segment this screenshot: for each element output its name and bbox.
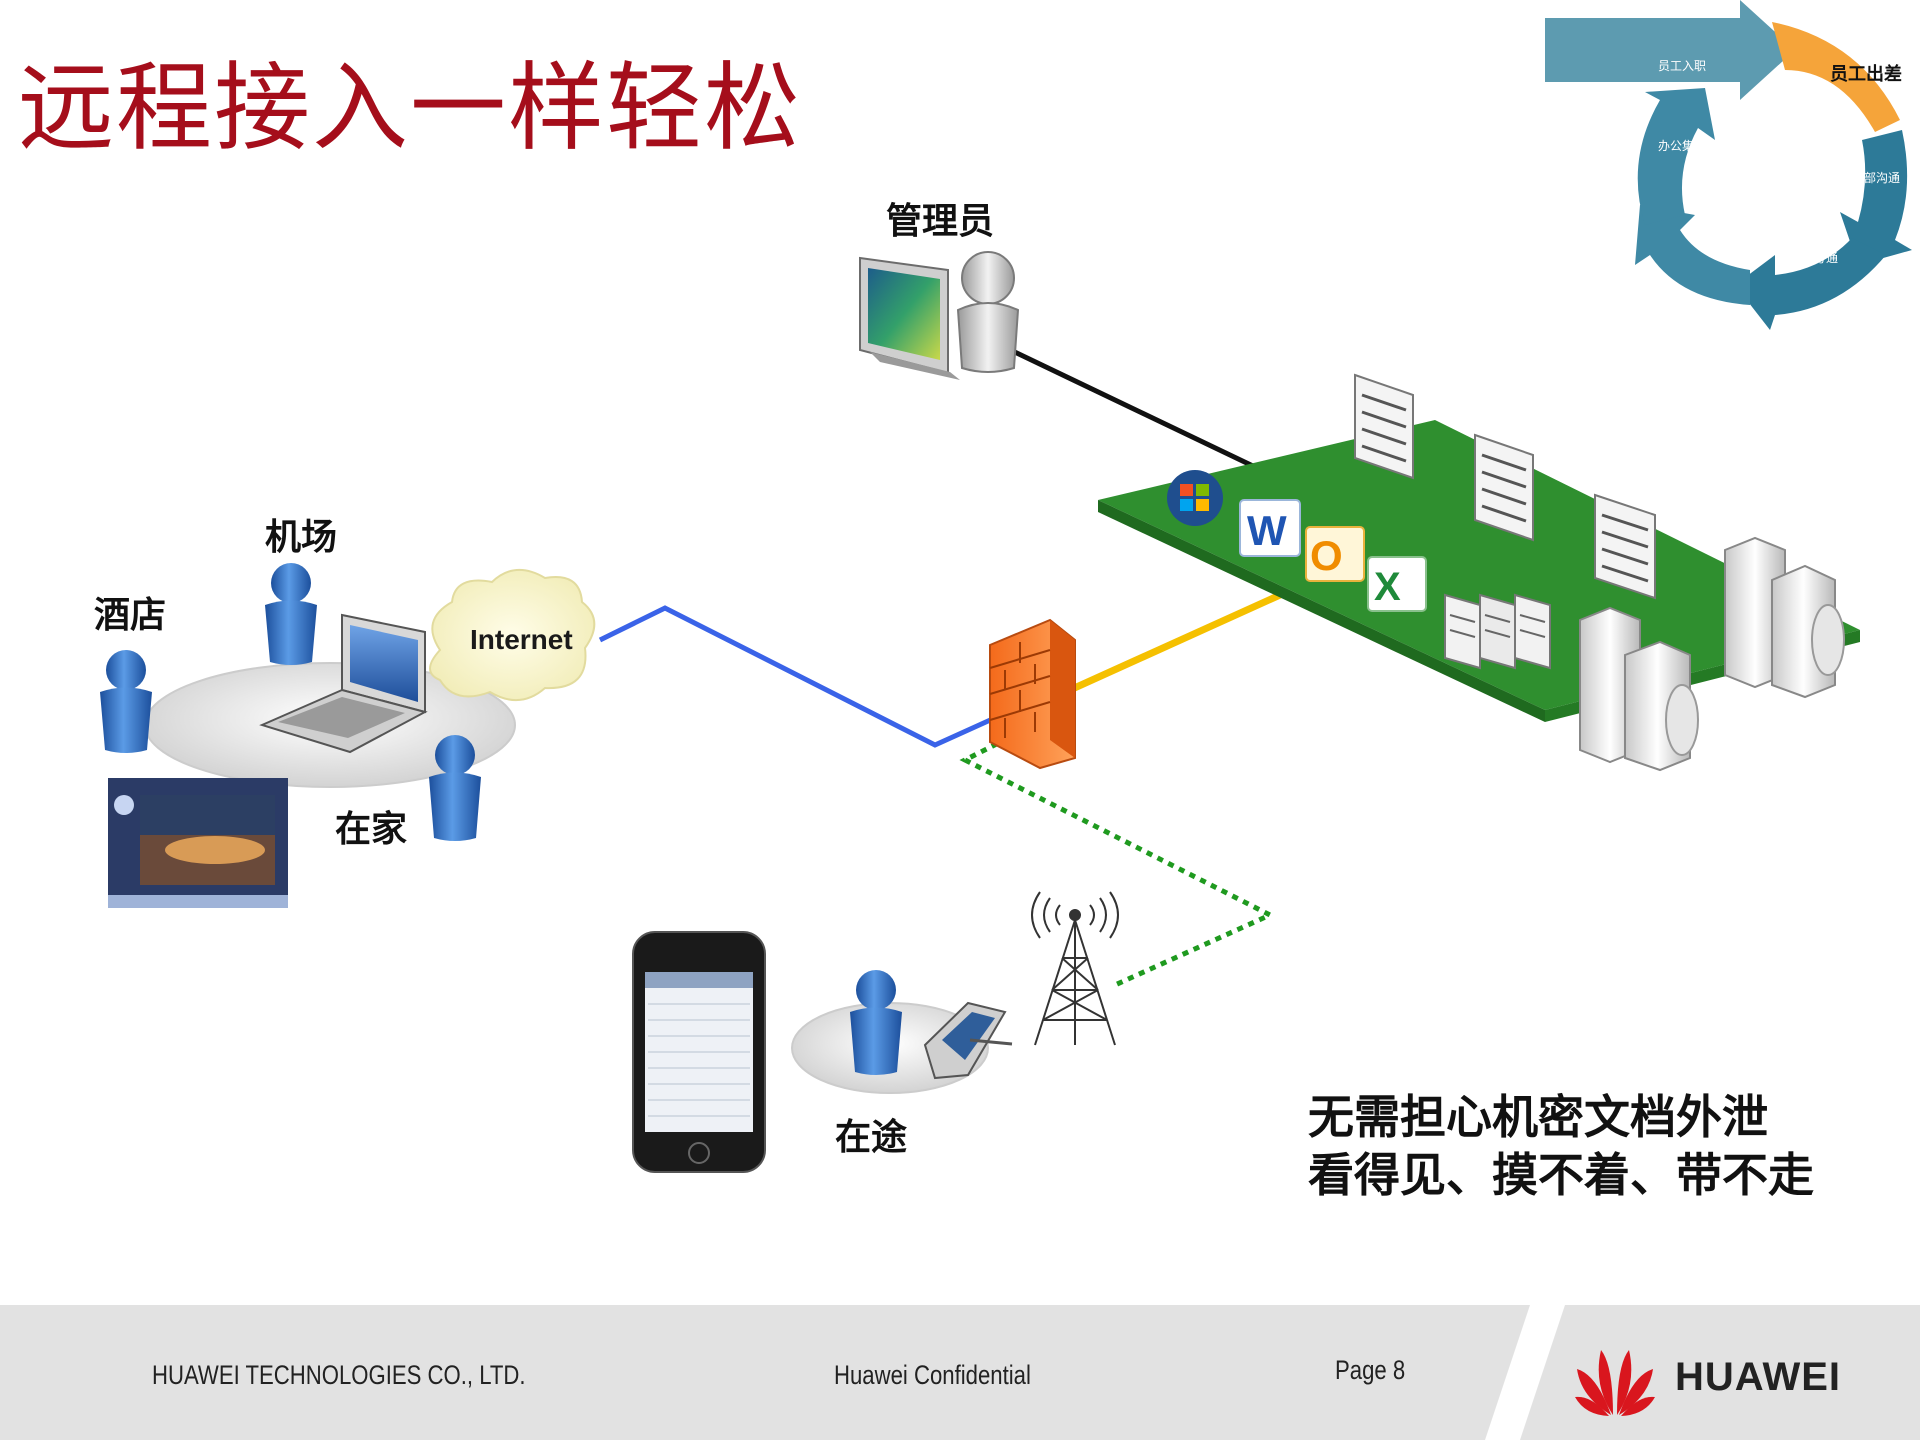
internet-cloud-icon [429, 569, 596, 701]
cell-tower-icon [1031, 891, 1119, 1046]
footer-confidential: Huawei Confidential [834, 1360, 1031, 1390]
excel-icon: X [1367, 556, 1427, 612]
cycle-item-mobile: 移动办公 [1688, 228, 1736, 243]
server-tower-icon [1579, 606, 1699, 772]
windows-icon [1167, 470, 1223, 526]
home-label: 在家 [335, 809, 408, 850]
internet-label: Internet [470, 624, 573, 655]
page-title: 远程接入一样轻松 [18, 52, 802, 164]
cycle-item-comm: 内部沟通 [1852, 170, 1900, 185]
cycle-arrow-integration [1637, 88, 1715, 225]
person-home-icon [429, 735, 481, 841]
cycle-arrow-intake [1545, 0, 1795, 100]
svg-text:X: X [1374, 565, 1401, 609]
cycle-item-travel: 员工出差 [1830, 63, 1902, 85]
footer-company: HUAWEI TECHNOLOGIES CO., LTD. [152, 1360, 526, 1390]
desktop-screenshot-image [108, 778, 288, 908]
laptop-icon [259, 613, 428, 754]
person-road-icon [850, 970, 902, 1075]
person-hotel-icon [100, 650, 152, 753]
network-diagram: W O X [100, 251, 1860, 1173]
cycle-arrow-phone [1735, 238, 1886, 330]
airport-label: 机场 [265, 517, 338, 558]
cycle-item-integration: 办公集成 [1658, 138, 1706, 153]
svg-text:O: O [1310, 532, 1343, 579]
footer-page-number: Page 8 [1335, 1355, 1406, 1385]
cycle-arrow-comm [1840, 130, 1912, 265]
document-server-icon [1594, 493, 1656, 600]
huawei-brand-text: HUAWEI [1675, 1355, 1841, 1399]
workflow-cycle-graphic: 员工入职 员工出差 内部沟通 一号通 移动办公 办公集成 [1545, 0, 1912, 330]
outlook-icon: O [1305, 526, 1365, 582]
key-message: 无需担心机密文档外泄 看得见、摸不着、带不走 [1308, 1088, 1814, 1204]
wireless-link [959, 719, 1276, 988]
server-tower-icon [1724, 536, 1845, 699]
pda-icon [923, 1001, 1013, 1080]
admin-label: 管理员 [886, 201, 995, 242]
cycle-arrow-travel [1772, 22, 1900, 132]
footer-slash-divider [1485, 1305, 1565, 1440]
cycle-arrow-mobile [1635, 205, 1750, 305]
internet-link [598, 605, 1010, 748]
message-line-1: 无需担心机密文档外泄 [1308, 1090, 1768, 1144]
admin-monitor-icon [859, 256, 960, 380]
on-the-road-label: 在途 [835, 1117, 908, 1158]
huawei-logo-icon [1575, 1350, 1655, 1416]
smartphone-icon [632, 931, 766, 1173]
cycle-item-phone: 一号通 [1802, 251, 1838, 265]
cycle-item-intake: 员工入职 [1658, 59, 1706, 73]
person-airport-icon [265, 563, 317, 665]
admin-person-icon [956, 251, 1020, 373]
message-line-2: 看得见、摸不着、带不走 [1308, 1148, 1814, 1202]
svg-text:W: W [1247, 507, 1287, 554]
word-icon: W [1239, 499, 1301, 557]
file-cabinet-icon [1444, 593, 1551, 670]
document-server-icon [1474, 433, 1534, 542]
document-server-icon [1354, 373, 1414, 480]
firewall-icon [989, 618, 1076, 770]
firewall-link [1068, 591, 1282, 694]
hotel-label: 酒店 [94, 595, 167, 636]
footer-bar: HUAWEI TECHNOLOGIES CO., LTD. Huawei Con… [0, 1305, 1920, 1440]
